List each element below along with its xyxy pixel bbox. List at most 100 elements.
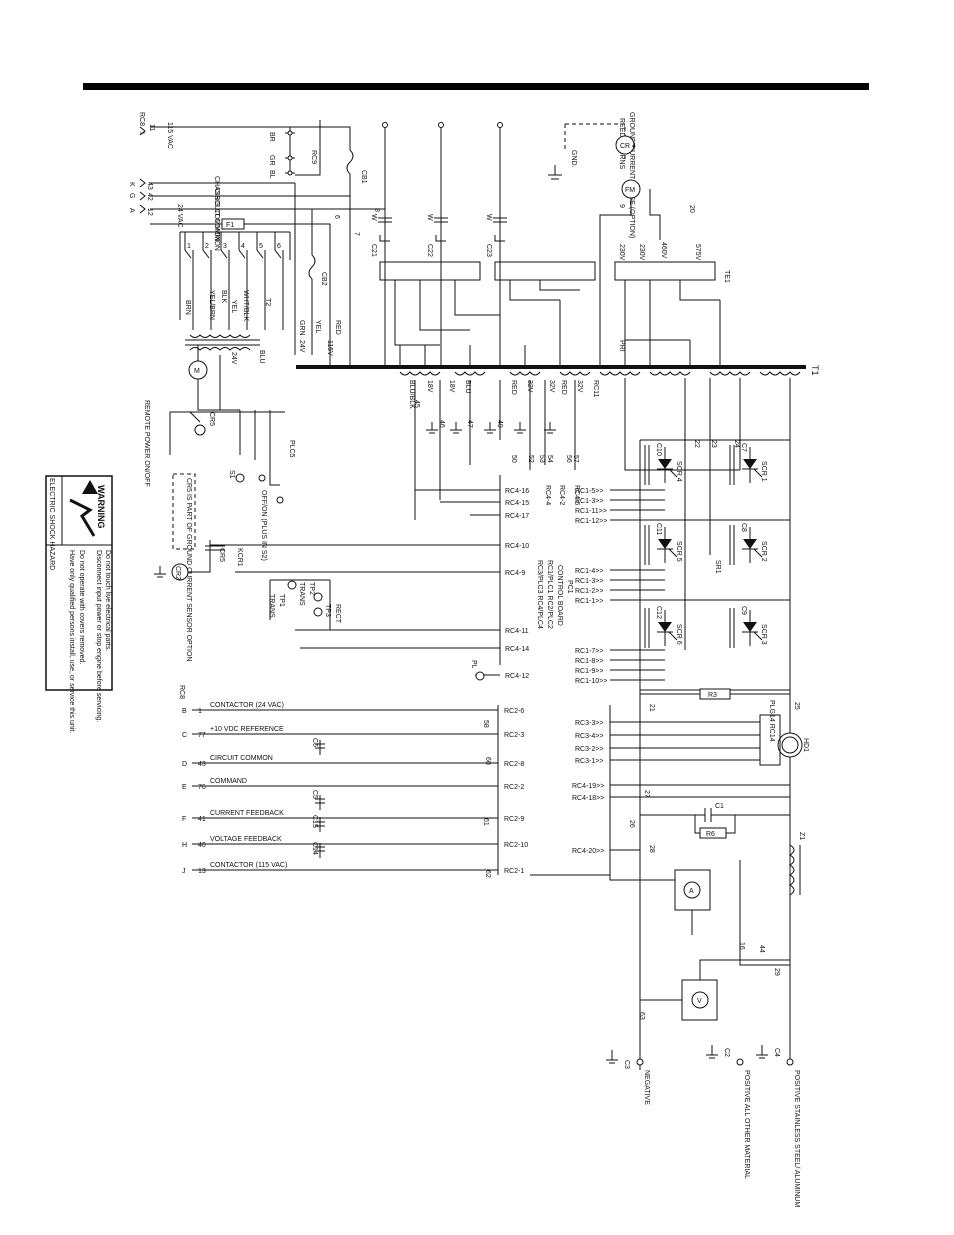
- wire-number: 9: [618, 204, 625, 208]
- kcr1-label: KCR1: [236, 548, 243, 567]
- voltmeter-label: V: [697, 998, 702, 1005]
- t2-terminal-number: 6: [277, 243, 281, 250]
- rc2-signal-label: CIRCUIT COMMON: [210, 755, 273, 762]
- pri-label: PRI: [618, 340, 625, 352]
- rc2-connector-label: RC2-6: [504, 708, 524, 715]
- t2-wire-label: BLK: [220, 290, 227, 304]
- rc2-signal-label: CONTACTOR (24 VAC): [210, 702, 284, 709]
- cr5-label: CR5: [208, 412, 215, 426]
- wire-number: 23: [710, 440, 717, 448]
- rc2-wire-number: 40: [198, 842, 206, 849]
- scr-label: SCR 6: [675, 624, 682, 645]
- rc4-connector-label: RC4-14: [505, 646, 529, 653]
- warning-bullet: Have only qualified persons install, use…: [68, 550, 75, 733]
- scr-cap-plates: [644, 525, 650, 565]
- cap-c5: C5: [311, 790, 318, 799]
- cap-c6: C6: [311, 738, 318, 747]
- trans-label: TRANS: [298, 582, 305, 606]
- terminal-strip-te1: TE1 575V 230V 460V 230V PRI: [379, 242, 730, 365]
- ammeter: A: [609, 850, 711, 935]
- t2-terminal-number: 2: [205, 243, 209, 250]
- rc3-connector-label: RC3-2>>: [575, 746, 603, 753]
- rc2-connector-label: RC2-1: [504, 868, 524, 875]
- wire-number: 47: [466, 420, 473, 428]
- rc2-connector-label: RC2-10: [504, 842, 528, 849]
- output-cap: C4: [773, 1048, 780, 1057]
- scr-label: SCR 3: [760, 624, 767, 645]
- rc8-pin: J: [182, 868, 186, 875]
- rc2-connector-label: RC2-2: [504, 784, 524, 791]
- wire-number: 25: [793, 702, 800, 710]
- rc8b-label: RC8: [178, 685, 185, 699]
- scr-symbol: [742, 610, 763, 646]
- pc1-line2: RC3/PLC3 RC4/PLC4: [536, 560, 543, 629]
- wire-number: 22: [693, 440, 700, 448]
- t2-wire-label: BLU: [258, 350, 265, 364]
- wire-number: 45: [413, 400, 420, 408]
- t2-terminal: [274, 232, 284, 330]
- rc2-connector-label: RC2-8: [504, 761, 524, 768]
- rc1-connector-label: RC1-3>>: [575, 578, 603, 585]
- tp2-label: TP2: [308, 582, 315, 595]
- cb2-label: CB2: [320, 272, 327, 286]
- pl-label: PL: [470, 660, 477, 669]
- rc2-wire-number: 1: [198, 708, 202, 715]
- trans-label: TRANS: [268, 594, 275, 618]
- rc4-connector-label: RC4-16: [505, 488, 529, 495]
- scr-cap-label: C11: [655, 523, 662, 535]
- wire-number: 42: [146, 193, 153, 201]
- switch-label-gr: GR: [268, 155, 275, 166]
- c1-r6-snubber: C1 R6: [640, 803, 790, 839]
- sec-label: 18V: [426, 380, 433, 393]
- pc1-control-board: PC1 CONTROL BOARD RC1/PLC1 RC2/PLC2 RC3/…: [536, 560, 573, 629]
- cap-w-label: W: [370, 214, 377, 221]
- rc2-signal-label: VOLTAGE FEEDBACK: [210, 836, 282, 843]
- rc9-switch: BR GR BL RC9: [268, 120, 321, 179]
- warning-title: WARNING: [96, 485, 106, 529]
- t2-core: [185, 339, 260, 346]
- shock-figure-icon: [69, 498, 96, 537]
- rc8-pin: D: [182, 761, 187, 768]
- rc2-signal-label: CURRENT FEEDBACK: [210, 810, 284, 817]
- scr-symbol: [742, 447, 763, 483]
- header-rule: [83, 83, 869, 90]
- switch-label-bl: BL: [268, 170, 275, 179]
- motor-label: M: [194, 368, 200, 375]
- circuit-breaker-cb1: CB1: [346, 149, 367, 365]
- scr-label: SCR 2: [760, 541, 767, 562]
- cr5-relay: CR5 KCR1 CR2: [154, 540, 500, 581]
- rc4-connector-label: RC4-18>>: [572, 795, 604, 802]
- z1-label: Z1: [798, 832, 805, 840]
- wire-number: 6: [333, 215, 340, 219]
- wire-number: 43: [146, 182, 153, 190]
- rc1-connector-label: RC1-7>>: [575, 648, 603, 655]
- rc4-mid-connectors: RC4-4 RC4-2 RC4-6: [544, 485, 580, 505]
- cap-label: C21: [370, 244, 377, 257]
- t2-terminal-number: 5: [259, 243, 263, 250]
- tap-230v: 230V: [618, 244, 625, 261]
- rc2-signal-label: +10 VDC REFERENCE: [210, 726, 284, 733]
- tp1-label: TP1: [278, 594, 285, 607]
- warning-triangle-icon: [82, 480, 98, 494]
- rc4-connector-label: RC4-20>>: [572, 848, 604, 855]
- sec-label: RED: [560, 380, 567, 395]
- rc2-wire-number: 41: [198, 816, 206, 823]
- rc1-connector-label: RC1-9>>: [575, 668, 603, 675]
- terminal-label: 24 VAC: [176, 204, 183, 228]
- test-points: TP1 TRANS TP2 TRANS TP3 RECT: [268, 579, 341, 630]
- input-terminals: RC8 I 11 115 VAC K 43 CHASSIS COMMON G 4…: [128, 112, 385, 251]
- rc2-connector-label: RC2-3: [504, 732, 524, 739]
- t2-terminal: [202, 232, 212, 330]
- r6-label: R6: [706, 831, 715, 838]
- output-label: NEGATIVE: [643, 1070, 650, 1105]
- scr-label: SCR 5: [675, 541, 682, 562]
- wire-number: 62: [484, 870, 491, 878]
- pilot-lamp: PL: [470, 660, 485, 681]
- rc4-connector-label: RC4-19>>: [572, 783, 604, 790]
- ground-current-sense: GROUND CURRENT SENSE (OPTION) REED 2 TUR…: [548, 112, 661, 365]
- cap-label: C22: [426, 244, 433, 257]
- cr5-contact: [194, 424, 206, 436]
- ro-label: OFF/ON (PLUS IN S2): [260, 490, 267, 561]
